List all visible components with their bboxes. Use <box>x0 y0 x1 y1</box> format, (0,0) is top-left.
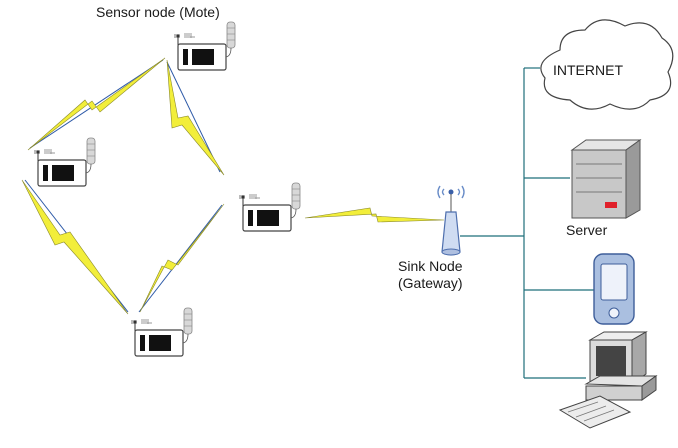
mote-icon <box>173 21 236 71</box>
computer-icon <box>558 331 658 429</box>
server-icon <box>570 139 642 219</box>
sink-node-label-line2: (Gateway) <box>398 275 463 291</box>
internet-label: INTERNET <box>553 62 623 78</box>
sensor-node-label: Sensor node (Mote) <box>96 4 220 20</box>
cloud-icon <box>540 19 674 110</box>
antenna-icon <box>437 185 465 256</box>
sink-node-label-line1: Sink Node <box>398 258 463 274</box>
pda-icon <box>593 253 635 325</box>
sink-node-label: Sink Node (Gateway) <box>398 258 463 292</box>
mote-icon <box>33 137 96 187</box>
lightning-icon <box>21 57 445 315</box>
mote-icon <box>238 182 301 232</box>
server-label: Server <box>566 222 608 238</box>
mote-icon <box>130 307 193 357</box>
network-bus <box>460 67 594 379</box>
